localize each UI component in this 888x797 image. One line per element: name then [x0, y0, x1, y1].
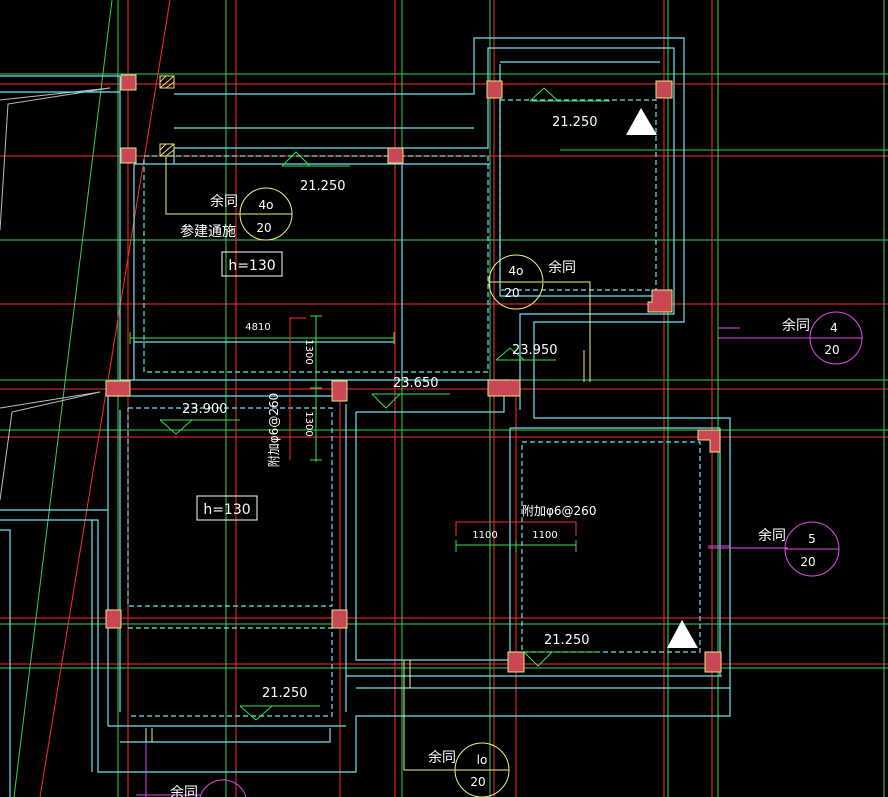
column [487, 379, 521, 397]
detail-tag-sheet: 20 [800, 555, 815, 569]
rebar-brackets [289, 317, 577, 536]
detail-tag-partial [199, 779, 247, 797]
elevation-label: 21.250 [262, 686, 308, 701]
column [120, 74, 137, 91]
hatched-column [159, 75, 175, 157]
section-triangle-icon [667, 620, 698, 648]
detail-tag-number: 4o [259, 198, 274, 212]
elevation-markers [159, 87, 610, 721]
column [507, 651, 525, 673]
section-triangle-icon [626, 108, 657, 135]
elevation-label: 23.950 [512, 343, 558, 358]
column [331, 609, 348, 629]
walls [0, 37, 731, 797]
axis-line [39, 0, 171, 797]
elevation-label: 21.250 [544, 633, 590, 648]
elevation-label: 21.250 [300, 179, 346, 194]
rebar-note: 附加φ6@260 [522, 504, 596, 518]
detail-tag-c: 4 20 [809, 311, 863, 365]
note-label: 余同 [428, 749, 456, 766]
detail-tag-e: lo 20 [454, 742, 510, 797]
column [331, 380, 348, 402]
note-label: 余同 [170, 784, 198, 797]
column [105, 609, 122, 629]
note-label: 余同 [758, 527, 786, 544]
detail-tag-sheet: 20 [256, 221, 271, 235]
elevation-label: 23.650 [393, 376, 439, 391]
detail-tag-number: 4 [830, 321, 838, 335]
detail-tag-a: 4o 20 [239, 187, 293, 241]
detail-tag-sheet: 20 [824, 343, 839, 357]
columns [105, 74, 722, 673]
detail-tag-sheet: 20 [504, 286, 519, 300]
note-label: 余同 [548, 259, 576, 276]
leader-lines [136, 156, 812, 797]
elevation-label: 21.250 [552, 115, 598, 130]
column [655, 80, 673, 99]
column [486, 80, 503, 99]
dimension-value: 1300 [303, 339, 314, 364]
dimension-value: 4810 [245, 322, 270, 333]
slab-thickness-box [196, 495, 258, 521]
slab-thickness-box [221, 251, 283, 277]
detail-tag-d: 5 20 [784, 521, 840, 577]
rebar-note: 附加φ6@260 [267, 393, 281, 467]
column [120, 147, 137, 164]
dimension-lines [129, 315, 577, 552]
note-label: 余同 [782, 317, 810, 334]
detail-tag-number: 5 [808, 532, 816, 546]
detail-tag-sheet: 20 [470, 775, 485, 789]
detail-tag-number: lo [477, 753, 488, 767]
column [704, 651, 722, 673]
slab-thickness-upper: h=130 [228, 258, 275, 274]
elevation-label: 23.900 [182, 402, 228, 417]
detail-tag-number: 4o [509, 264, 524, 278]
column [105, 380, 131, 397]
column [647, 289, 673, 313]
slab-thickness-lower: h=130 [203, 502, 250, 518]
column [697, 429, 721, 453]
dimension-value: 1300 [303, 411, 314, 436]
detail-tag-b: 4o 20 [488, 254, 544, 310]
dimension-value: 1100 [472, 530, 497, 541]
note-label: 余同 [210, 193, 238, 210]
dimension-value: 1100 [532, 530, 557, 541]
grey-leaders [0, 87, 111, 501]
column [387, 147, 404, 164]
note-label: 参建通施 [180, 223, 236, 240]
axis-line [13, 0, 113, 797]
